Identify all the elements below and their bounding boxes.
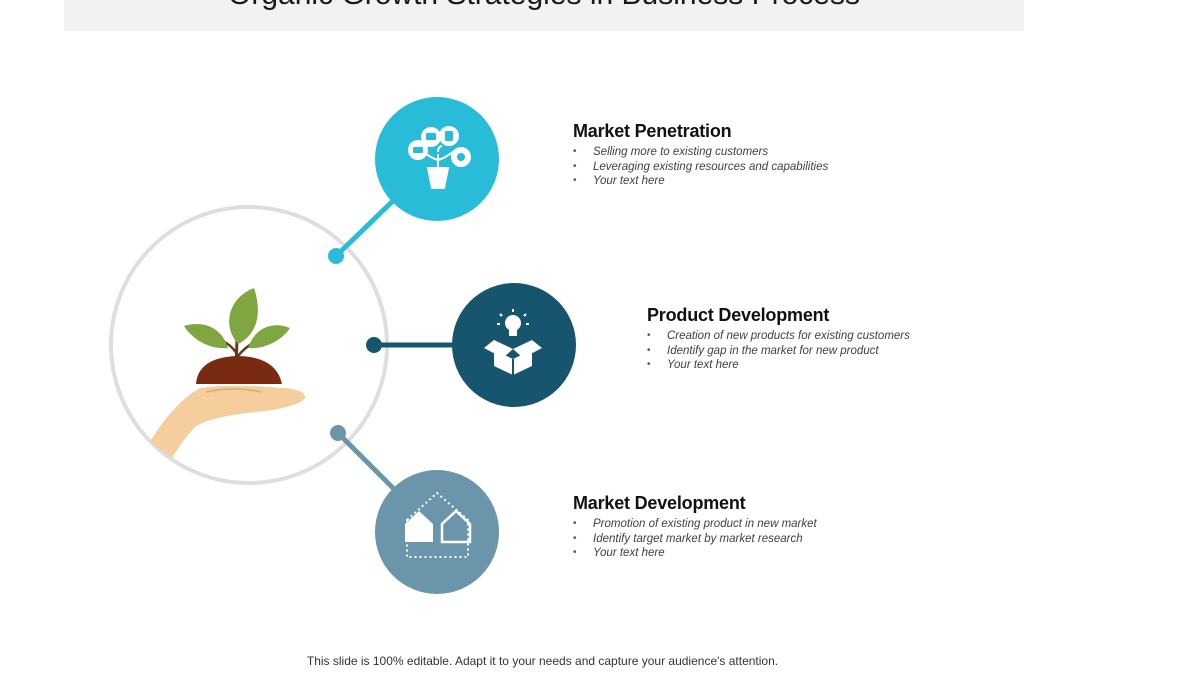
market-penetration-list: Selling more to existing customers Lever… [573, 145, 828, 189]
list-item: Selling more to existing customers [573, 145, 828, 160]
market-penetration-block: Market Penetration Selling more to exist… [573, 121, 828, 189]
list-item: Creation of new products for existing cu… [647, 329, 910, 344]
slide-title: Organic Growth Strategies in Business Pr… [64, 0, 1024, 12]
market-penetration-heading: Market Penetration [573, 121, 732, 141]
footer-note: This slide is 100% editable. Adapt it to… [306, 654, 779, 668]
connector-dot-penetration [328, 248, 344, 264]
connector-development [336, 431, 399, 494]
development-circle [375, 470, 499, 594]
connector-dot-product [366, 337, 382, 353]
list-item: Identify gap in the market for new produ… [647, 344, 910, 359]
product-development-heading: Product Development [647, 305, 830, 325]
market-development-heading: Market Development [573, 493, 746, 513]
product-development-list: Creation of new products for existing cu… [647, 329, 910, 373]
list-item: Promotion of existing product in new mar… [573, 517, 817, 532]
connector-dot-development [330, 425, 346, 441]
list-item: Identify target market by market researc… [573, 532, 817, 547]
list-item: Leveraging existing resources and capabi… [573, 160, 828, 175]
hand-holding-plant-icon [150, 288, 306, 458]
box-lightbulb-icon [484, 309, 542, 375]
market-development-block: Market Development Promotion of existing… [573, 493, 817, 561]
product-development-block: Product Development Creation of new prod… [647, 305, 910, 373]
list-item: Your text here [647, 358, 910, 373]
houses-icon [405, 491, 472, 558]
market-development-list: Promotion of existing product in new mar… [573, 517, 817, 561]
list-item: Your text here [573, 546, 817, 561]
device-glyphs-icon [413, 131, 465, 161]
product-circle [452, 283, 576, 407]
connector-penetration [334, 194, 400, 258]
list-item: Your text here [573, 174, 828, 189]
title-band: Organic Growth Strategies in Business Pr… [64, 0, 1024, 31]
